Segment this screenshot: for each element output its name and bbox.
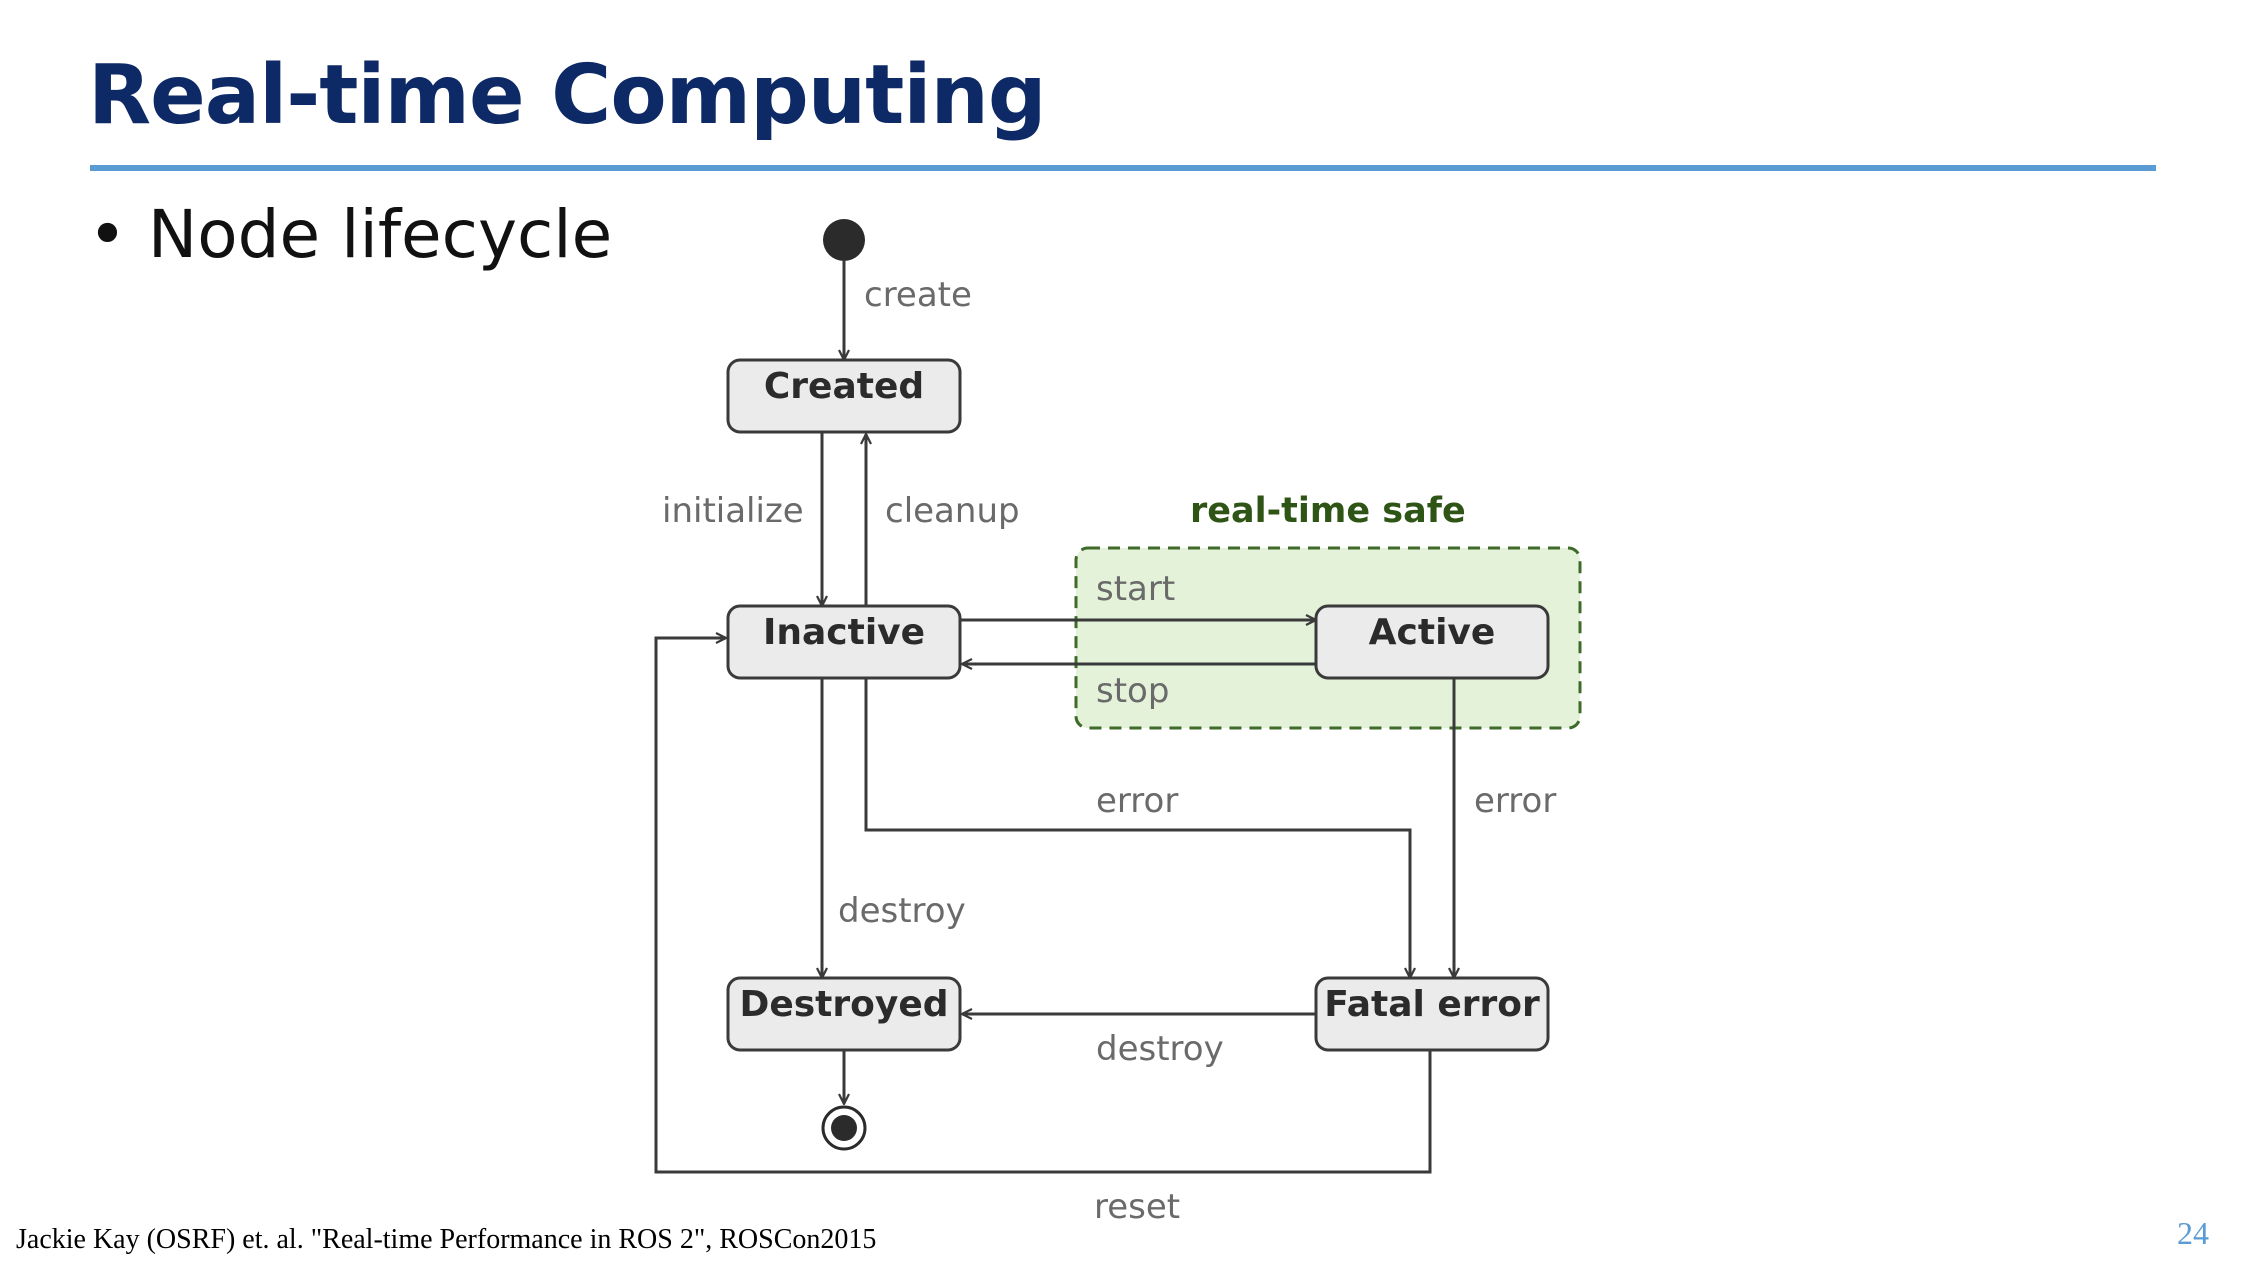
- label-error-inactive: error: [1096, 781, 1178, 821]
- label-cleanup: cleanup: [885, 491, 1020, 531]
- title-underline: [90, 165, 2156, 171]
- state-fatal-error: Fatal error: [1314, 976, 1550, 1052]
- state-active-label: Active: [1369, 612, 1496, 653]
- state-inactive: Inactive: [726, 604, 962, 680]
- state-destroyed: Destroyed: [726, 976, 962, 1052]
- state-fatal-error-label: Fatal error: [1324, 984, 1540, 1025]
- state-created-label: Created: [764, 366, 924, 407]
- label-initialize: initialize: [662, 491, 804, 531]
- state-inactive-label: Inactive: [763, 612, 925, 653]
- edge-reset: [654, 638, 1432, 1174]
- state-created: Created: [726, 358, 962, 434]
- bullet-node-lifecycle: • Node lifecycle: [88, 196, 613, 273]
- initial-node: [823, 219, 865, 261]
- state-destroyed-label: Destroyed: [739, 984, 948, 1025]
- label-error-active: error: [1474, 781, 1556, 821]
- state-active: Active: [1314, 604, 1550, 680]
- edge-error-inactive: [864, 678, 1410, 978]
- label-create: create: [864, 275, 972, 315]
- citation: Jackie Kay (OSRF) et. al. "Real-time Per…: [16, 1224, 877, 1255]
- label-stop: stop: [1096, 671, 1169, 711]
- label-reset: reset: [1094, 1187, 1180, 1227]
- slide-title: Real-time Computing: [88, 48, 1047, 143]
- label-destroy-fatal: destroy: [1096, 1029, 1224, 1069]
- real-time-safe-label: real-time safe: [1190, 491, 1466, 531]
- label-destroy-inactive: destroy: [838, 891, 966, 931]
- final-node: [821, 1105, 867, 1151]
- page-number: 24: [2177, 1215, 2209, 1251]
- label-start: start: [1096, 569, 1175, 609]
